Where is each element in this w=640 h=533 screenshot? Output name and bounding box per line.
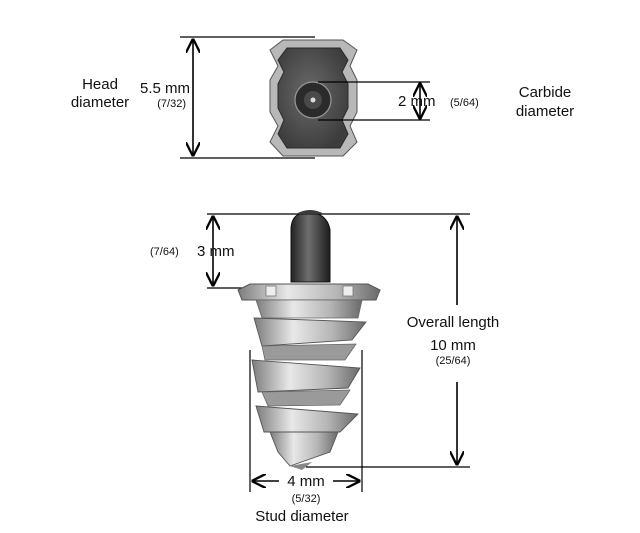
- stud-value: 4 mm: [287, 473, 325, 490]
- carbide-tip: [290, 213, 331, 283]
- overall-value-fraction: (25/64): [436, 355, 471, 367]
- stud-label: Stud diameter: [255, 508, 348, 525]
- side-view: (7/64) 3 mm Overall length 10 mm (25/64)…: [150, 210, 499, 525]
- head-label-line1: Head: [82, 76, 118, 93]
- top-view: Head diameter 5.5 mm (7/32) 2 mm (5/64) …: [71, 36, 574, 159]
- stud-flange: [237, 283, 381, 301]
- head-label-line2: diameter: [71, 94, 129, 111]
- overall-value: 10 mm: [430, 337, 476, 354]
- stud-value-fraction: (5/32): [292, 493, 321, 505]
- carbide-label-line1: Carbide: [519, 84, 572, 101]
- stud-head-top-view: [269, 39, 358, 157]
- carbide-value: 2 mm: [398, 93, 436, 110]
- carbide-value-fraction: (5/64): [450, 97, 479, 109]
- tip-value: 3 mm: [197, 243, 235, 260]
- head-value: 5.5 mm: [140, 80, 190, 97]
- head-value-fraction: (7/32): [157, 98, 186, 110]
- tip-value-fraction: (7/64): [150, 246, 179, 258]
- overall-label: Overall length: [407, 314, 500, 331]
- stud-threaded-body: [251, 299, 367, 470]
- carbide-label-line2: diameter: [516, 103, 574, 120]
